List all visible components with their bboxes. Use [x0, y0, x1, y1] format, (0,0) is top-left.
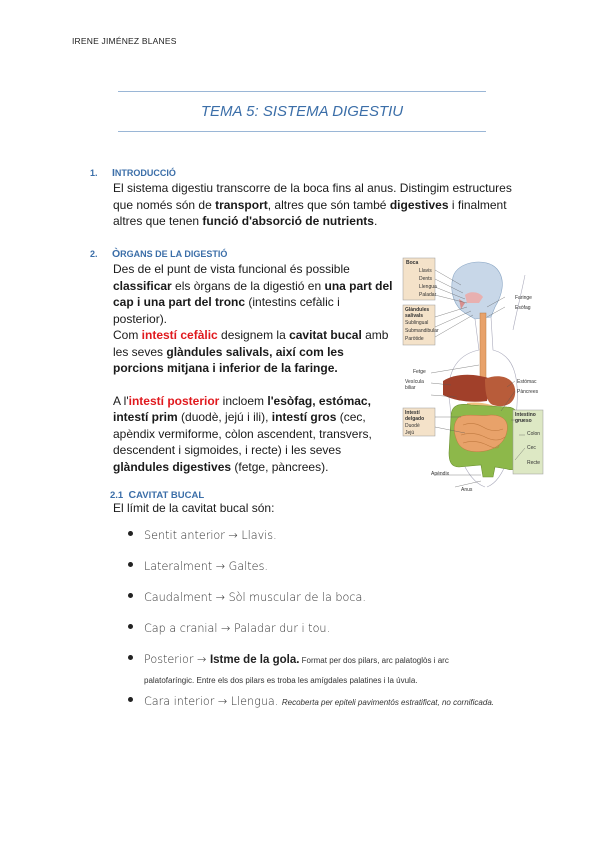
label-jeju: Jejú — [405, 430, 415, 436]
page-title: TEMA 5: SISTEMA DIGESTIU — [200, 103, 404, 120]
label-intestins-prim: Intestí delgado — [405, 410, 425, 422]
label-glandules: Glàndules salivals — [405, 307, 430, 319]
label-fetge: Fetge — [413, 369, 426, 375]
digestive-system-figure: Boca Llavis Dents Llengua Paladar Glàndu… — [395, 255, 545, 495]
label-duode: Duodè — [405, 423, 420, 429]
label-boca: Boca — [406, 260, 419, 266]
label-intestino-grueso: Intestino grueso — [515, 412, 536, 424]
bullet-dot — [128, 624, 133, 629]
subsection-2-1-heading: 2.1 CAVITAT BUCAL — [110, 489, 205, 501]
label-parotide: Paròtide — [405, 336, 424, 342]
bullet-dot — [128, 655, 133, 660]
label-cec: Cec — [527, 445, 536, 451]
label-estomac: Estómac — [517, 379, 537, 385]
section-1-text: El sistema digestiu transcorre de la boc… — [113, 181, 512, 228]
label-pancrees: Pàncrees — [517, 389, 539, 395]
bullet-dot — [128, 593, 133, 598]
label-apendix: Apèndix — [431, 471, 450, 477]
label-llengua: Llengua — [419, 284, 437, 290]
subsection-2-1-intro: El límit de la cavitat bucal són: — [113, 501, 275, 515]
bullet-dot — [128, 697, 133, 702]
section-1-heading: 1.INTRODUCCIÓ — [90, 167, 176, 179]
section-2-heading: 2.ÒRGANS DE LA DIGESTIÓ — [90, 248, 228, 260]
title-rule-bottom — [118, 131, 486, 132]
label-submandibular: Submandibular — [405, 328, 439, 334]
label-paladar: Paladar — [419, 292, 437, 298]
label-colon: Colon — [527, 431, 541, 437]
label-dents: Dents — [419, 276, 433, 282]
label-llavis: Llavis — [419, 268, 432, 274]
bullet-dot — [128, 531, 133, 536]
label-sublingual: Sublingual — [405, 320, 429, 326]
author-header: IRENE JIMÉNEZ BLANES — [72, 36, 177, 46]
digestive-system-illustration — [402, 257, 544, 488]
label-anus: Anus — [461, 487, 473, 493]
label-esofag: Esòfag — [515, 305, 531, 311]
bullet-dot — [128, 562, 133, 567]
title-rule-top — [118, 91, 486, 92]
label-faringe: Faringe — [515, 295, 532, 301]
label-vesicula: Vesícula biliar — [405, 379, 424, 391]
label-recte: Recte — [527, 460, 541, 466]
section-2-text: Des de el punt de vista funcional és pos… — [113, 262, 393, 474]
